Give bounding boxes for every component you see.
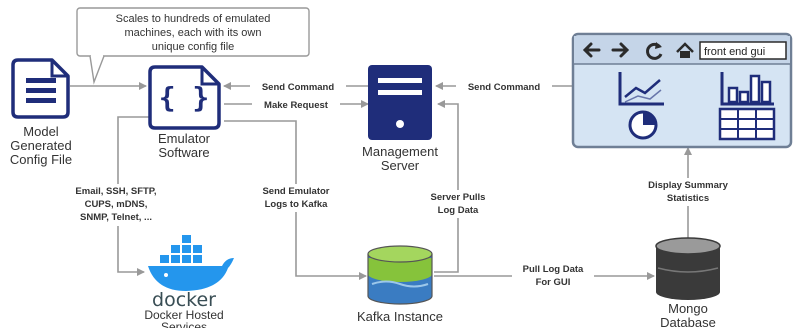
emulator-line-1: Emulator	[158, 131, 211, 146]
front-end-gui-window: front end gui	[571, 32, 793, 149]
kafka-cylinder-icon	[367, 245, 433, 305]
callout-line-3: unique config file	[152, 41, 235, 53]
model-config-line-2: Generated	[10, 138, 71, 153]
mongo-line-1: Mongo	[668, 301, 708, 316]
management-line-1: Management	[362, 144, 438, 159]
label-pull-log-2: For GUI	[536, 277, 571, 288]
mongo-node: Mongo Database	[655, 237, 721, 328]
label-send-command-2: Send Command	[468, 82, 541, 93]
management-line-2: Server	[381, 158, 420, 173]
kafka-node: Kafka Instance	[357, 245, 443, 324]
kafka-line-1: Kafka Instance	[357, 309, 443, 324]
label-protocols-1: Email, SSH, SFTP,	[75, 186, 156, 197]
home-icon[interactable]	[676, 42, 694, 58]
label-send-logs-2: Logs to Kafka	[265, 199, 329, 210]
line-chart-icon	[618, 72, 664, 106]
label-send-logs-1: Send Emulator	[262, 186, 329, 197]
scale-callout: Scales to hundreds of emulated machines,…	[76, 7, 310, 85]
pie-chart-icon	[628, 110, 658, 140]
server-icon	[368, 65, 432, 140]
braces-icon: { }	[159, 81, 210, 114]
refresh-icon[interactable]	[646, 42, 663, 60]
docker-whale-icon	[148, 235, 234, 291]
label-display-summary-2: Statistics	[667, 193, 709, 204]
back-arrow-icon[interactable]	[582, 42, 601, 58]
database-cylinder-icon	[655, 237, 721, 300]
address-bar[interactable]	[699, 41, 787, 60]
label-make-request: Make Request	[264, 100, 329, 111]
label-display-summary-1: Display Summary	[648, 180, 728, 191]
docker-line-2: Services	[161, 320, 207, 328]
address-bar-text: front end gui	[704, 46, 765, 58]
label-server-pulls-1: Server Pulls	[431, 192, 486, 203]
model-config-node: Model Generated Config File	[10, 58, 72, 167]
table-icon	[718, 107, 776, 141]
model-config-line-3: Config File	[10, 152, 72, 167]
emulator-line-2: Software	[158, 145, 209, 160]
forward-arrow-icon[interactable]	[611, 42, 630, 58]
label-pull-log-1: Pull Log Data	[523, 264, 584, 275]
edge-labels: Send Command Make Request Send Command E…	[62, 80, 740, 288]
callout-line-1: Scales to hundreds of emulated	[116, 13, 271, 25]
docker-node: docker Docker Hosted Services	[144, 235, 234, 328]
label-protocols-2: CUPS, mDNS,	[85, 199, 148, 210]
callout-line-2: machines, each with its own	[125, 27, 262, 39]
emulator-node: { } Emulator Software	[148, 65, 221, 160]
label-server-pulls-2: Log Data	[438, 205, 479, 216]
label-send-command-1: Send Command	[262, 82, 335, 93]
bar-chart-icon	[720, 72, 774, 106]
mongo-line-2: Database	[660, 315, 716, 328]
docker-logo-text: docker	[152, 289, 216, 311]
model-config-line-1: Model	[23, 124, 59, 139]
docker-line-1: Docker Hosted	[144, 308, 223, 322]
management-server-node: Management Server	[362, 65, 438, 173]
label-protocols-3: SNMP, Telnet, ...	[80, 212, 152, 223]
connector-kafka-to-management	[434, 100, 459, 273]
